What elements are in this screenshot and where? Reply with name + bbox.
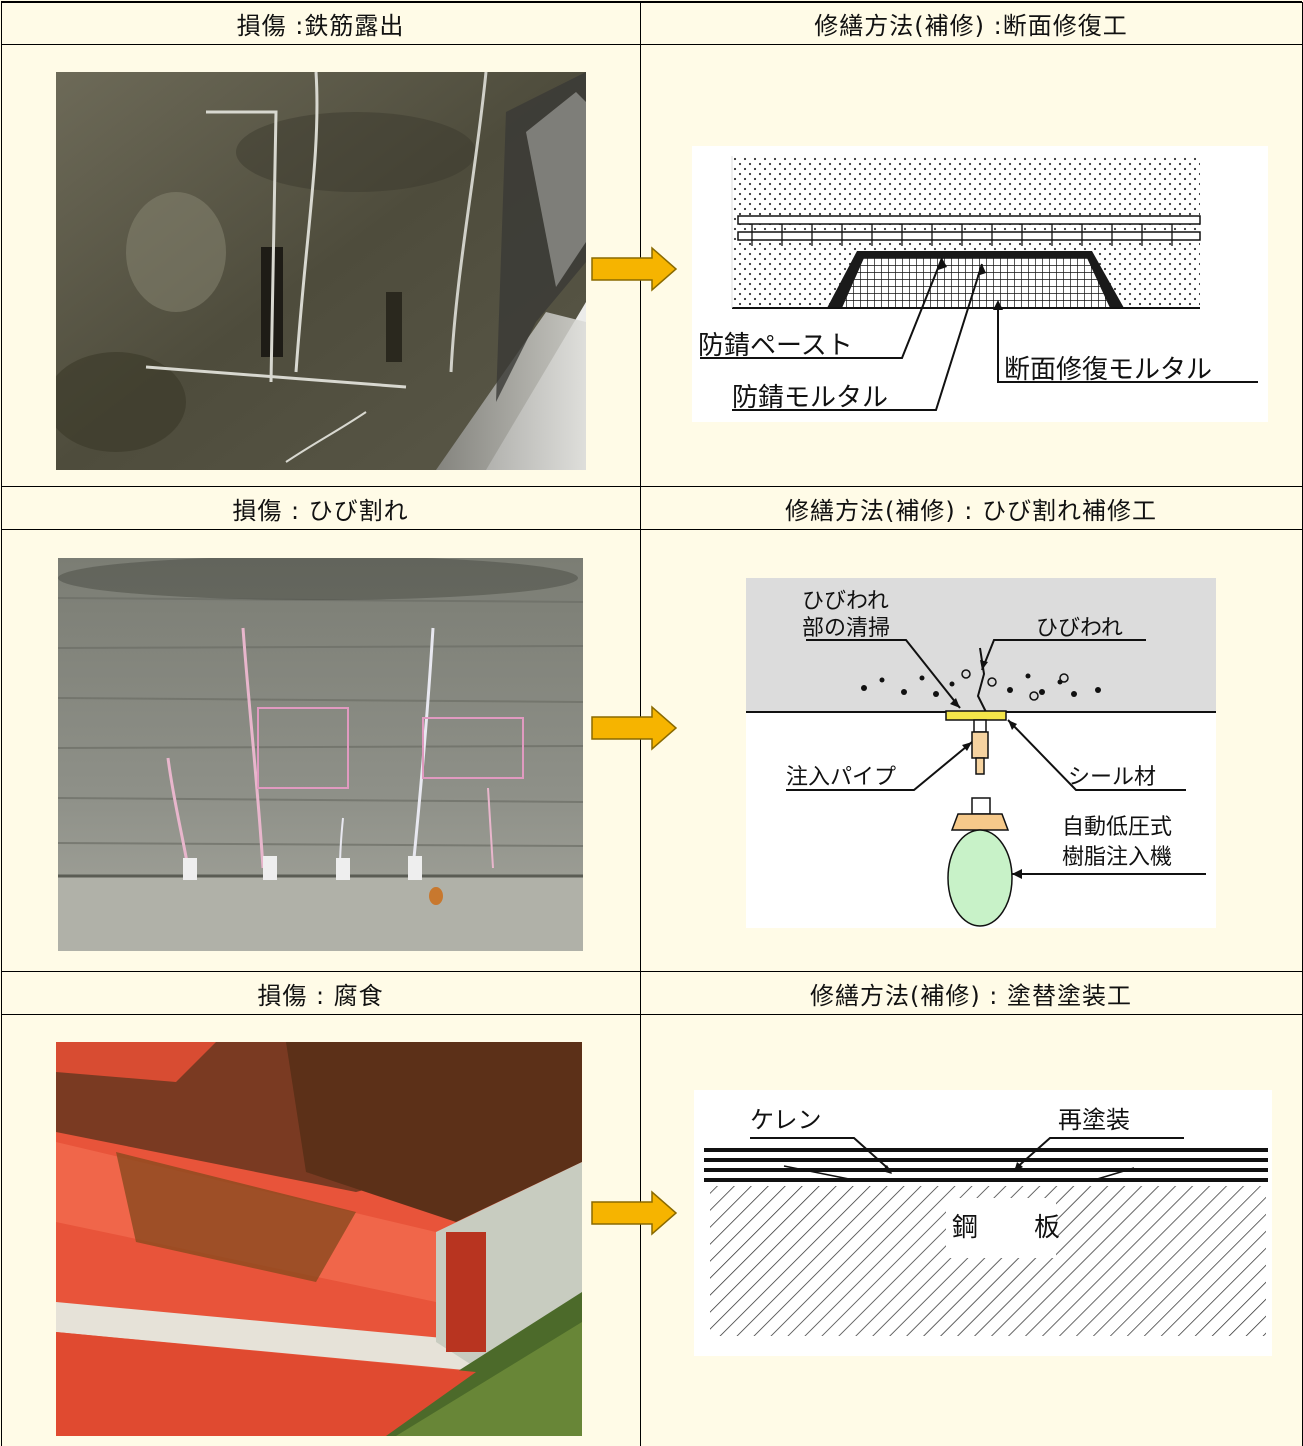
label-section-mortar: 断面修復モルタル bbox=[1004, 355, 1212, 385]
label-injection-pipe: 注入パイプ bbox=[786, 765, 896, 790]
repair-header-crack: 修繕方法(補修) : ひび割れ補修工 bbox=[784, 496, 1158, 525]
label-keren: ケレン bbox=[750, 1106, 822, 1134]
label-machine-1: 自動低圧式 bbox=[1062, 815, 1172, 840]
arrow-right-icon bbox=[591, 246, 678, 292]
label-crack-clean-1: ひびわれ bbox=[802, 589, 889, 614]
label-machine-2: 樹脂注入機 bbox=[1062, 845, 1172, 870]
label-crack: ひびわれ bbox=[1036, 616, 1123, 641]
repair-header-section: 修繕方法(補修) :断面修復工 bbox=[814, 11, 1128, 40]
diagram-repaint: ケレン 再塗装 鋼 板 bbox=[694, 1090, 1272, 1356]
damage-header-rebar: 損傷 :鉄筋露出 bbox=[236, 11, 405, 40]
damage-header-crack: 損傷 : ひび割れ bbox=[232, 496, 409, 525]
label-crack-clean-2: 部の清掃 bbox=[802, 616, 890, 641]
label-repaint: 再塗装 bbox=[1058, 1106, 1130, 1134]
photo-corrosion bbox=[56, 1042, 582, 1436]
label-seal: シール材 bbox=[1068, 765, 1156, 790]
arrow-right-icon bbox=[591, 1190, 678, 1236]
label-rust-paste: 防錆ペースト bbox=[698, 331, 853, 361]
repair-header-repaint: 修繕方法(補修) : 塗替塗装工 bbox=[809, 981, 1133, 1010]
label-steel-2: 板 bbox=[1034, 1213, 1060, 1243]
damage-header-corrosion: 損傷 : 腐食 bbox=[257, 981, 384, 1010]
label-steel-1: 鋼 bbox=[952, 1213, 978, 1243]
label-rust-mortar: 防錆モルタル bbox=[732, 383, 888, 413]
photo-exposed-rebar bbox=[56, 72, 586, 470]
photo-crack bbox=[58, 558, 583, 951]
diagram-section-repair: 防錆ペースト 防錆モルタル 断面修復モルタル bbox=[692, 146, 1268, 422]
diagram-crack-injection: ひびわれ 部の清掃 ひびわれ シール材 注入パイプ 自動低圧式 樹脂注入機 bbox=[746, 578, 1216, 928]
arrow-right-icon bbox=[591, 705, 678, 751]
